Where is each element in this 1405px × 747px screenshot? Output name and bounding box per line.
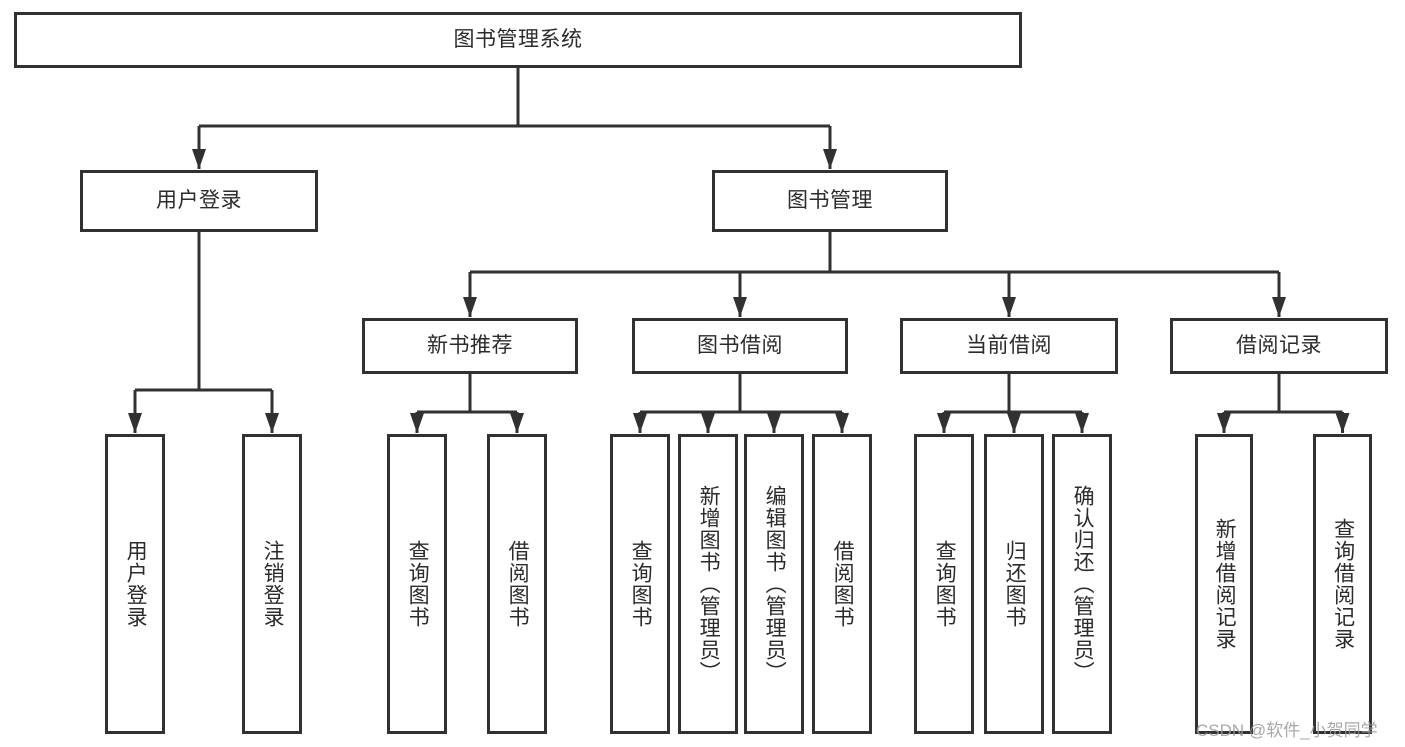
- node-box-layer: [14, 12, 1388, 734]
- arrow-head: [1217, 413, 1231, 433]
- arrow-head: [1007, 413, 1021, 433]
- arrow-head: [510, 413, 524, 433]
- arrow-head: [937, 413, 951, 433]
- leaf-node-box: [487, 434, 547, 734]
- arrow-head: [1335, 413, 1350, 433]
- level3-node-box: [362, 318, 578, 374]
- level2-node-box: [712, 170, 948, 232]
- arrow-head: [1002, 297, 1016, 317]
- level3-node-box: [1170, 318, 1388, 374]
- leaf-node-box: [105, 434, 165, 734]
- leaf-node-box: [812, 434, 872, 734]
- leaf-node-box: [678, 434, 738, 734]
- arrow-head: [192, 149, 206, 169]
- arrow-head: [701, 413, 715, 433]
- arrow-head: [767, 413, 781, 433]
- arrow-head: [410, 413, 424, 433]
- arrow-head: [1075, 413, 1089, 433]
- root-node-box: [14, 12, 1022, 68]
- leaf-node-box: [1052, 434, 1112, 734]
- arrow-head: [265, 413, 279, 433]
- leaf-node-box: [914, 434, 974, 734]
- leaf-node-box: [387, 434, 447, 734]
- arrow-head: [1272, 297, 1286, 317]
- leaf-node-box: [744, 434, 804, 734]
- arrow-head: [128, 413, 142, 433]
- level3-node-box: [632, 318, 848, 374]
- arrow-head: [835, 413, 849, 433]
- level3-node-box: [900, 318, 1118, 374]
- arrow-head: [823, 149, 837, 169]
- level2-node-box: [80, 170, 318, 232]
- arrow-head: [733, 297, 747, 317]
- arrow-head: [633, 413, 647, 433]
- leaf-node-box: [1195, 434, 1253, 734]
- arrow-head: [463, 297, 477, 317]
- connector-layer: [128, 68, 1350, 433]
- leaf-node-box: [610, 434, 670, 734]
- leaf-node-box: [242, 434, 302, 734]
- leaf-node-box: [1313, 434, 1372, 734]
- csdn-watermark: CSDN @软件_小贺同学: [1196, 721, 1378, 740]
- leaf-node-box: [984, 434, 1044, 734]
